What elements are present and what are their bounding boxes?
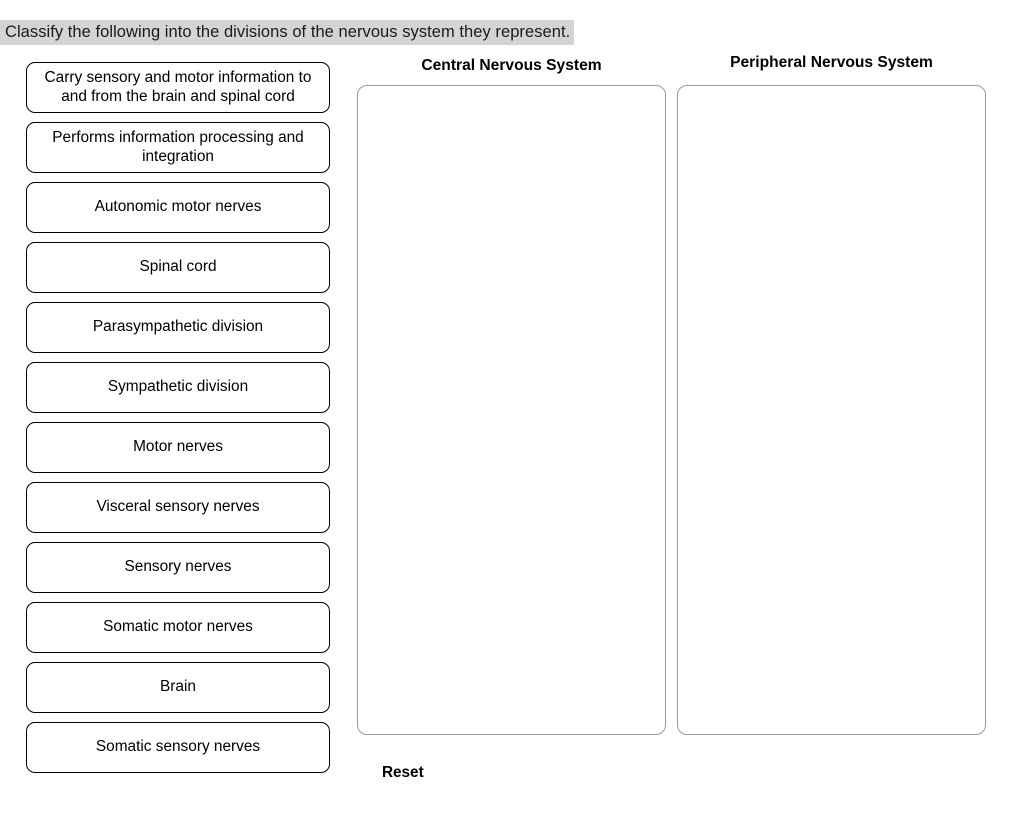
draggable-item[interactable]: Carry sensory and motor information to a…: [26, 62, 330, 113]
draggable-item[interactable]: Performs information processing and inte…: [26, 122, 330, 173]
draggable-item[interactable]: Sympathetic division: [26, 362, 330, 413]
draggable-item-bank: Carry sensory and motor information to a…: [26, 62, 330, 782]
draggable-item[interactable]: Parasympathetic division: [26, 302, 330, 353]
draggable-item[interactable]: Autonomic motor nerves: [26, 182, 330, 233]
drop-zone-peripheral-nervous-system[interactable]: [677, 85, 986, 735]
draggable-item[interactable]: Brain: [26, 662, 330, 713]
draggable-item[interactable]: Somatic sensory nerves: [26, 722, 330, 773]
category-title-peripheral-nervous-system: Peripheral Nervous System: [730, 54, 933, 71]
reset-button[interactable]: Reset: [382, 764, 424, 781]
category-title-central-nervous-system: Central Nervous System: [421, 57, 602, 74]
draggable-item[interactable]: Somatic motor nerves: [26, 602, 330, 653]
question-prompt-text: Classify the following into the division…: [5, 23, 571, 42]
draggable-item[interactable]: Motor nerves: [26, 422, 330, 473]
draggable-item[interactable]: Spinal cord: [26, 242, 330, 293]
drop-zone-central-nervous-system[interactable]: [357, 85, 666, 735]
draggable-item[interactable]: Sensory nerves: [26, 542, 330, 593]
question-prompt-banner: Classify the following into the division…: [0, 20, 575, 45]
draggable-item[interactable]: Visceral sensory nerves: [26, 482, 330, 533]
